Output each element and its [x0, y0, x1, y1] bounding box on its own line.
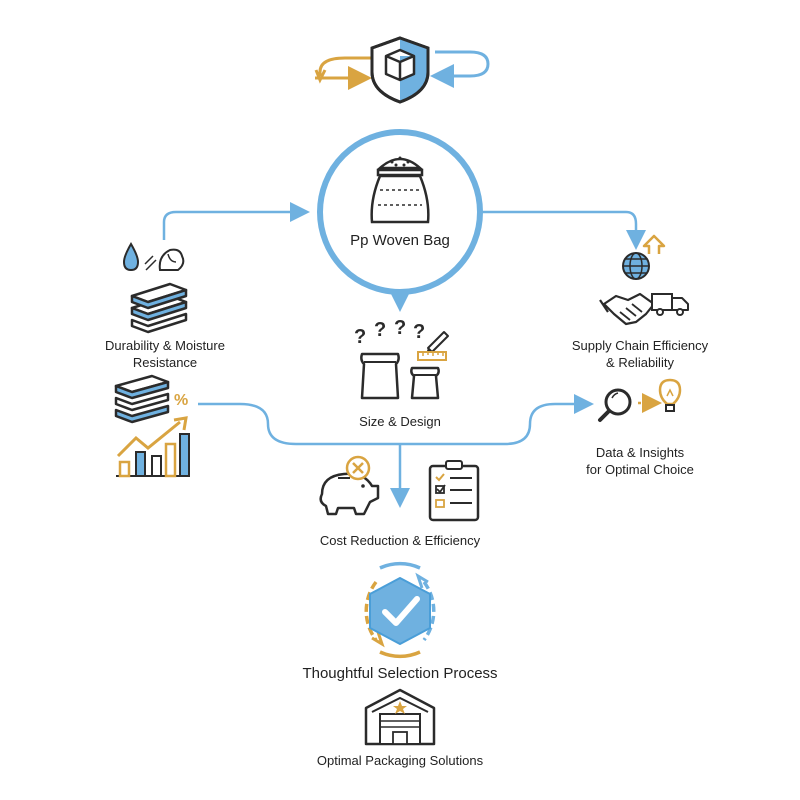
cancel-coin-icon	[345, 455, 371, 481]
durability-label-line2: Resistance	[132, 355, 198, 370]
packaging-label: Optimal Packaging Solutions	[316, 753, 484, 768]
svg-text:?: ?	[394, 317, 406, 339]
ruler-icon	[417, 351, 447, 361]
question-marks-icon: ? ? ? ?	[354, 317, 425, 348]
stacked-bags-icon	[130, 282, 188, 334]
globe-icon	[622, 252, 650, 280]
bag-icon	[370, 156, 430, 224]
piggy-bank-icon	[319, 472, 380, 516]
selection-label: Thoughtful Selection Process	[302, 665, 498, 682]
stacked-bags-discount-icon	[114, 374, 170, 424]
handshake-icon	[599, 292, 656, 326]
percent-glyph: %	[174, 392, 188, 409]
growth-chart-icon	[116, 416, 190, 478]
data-insights-label: Data & Insights for Optimal Choice	[550, 444, 730, 478]
checklist-icon	[428, 460, 480, 522]
svg-text:?: ?	[413, 321, 425, 343]
size-design-label: Size & Design	[359, 414, 441, 429]
supply-chain-label-line2: & Reliability	[606, 355, 674, 370]
connector-center-to-right	[482, 210, 646, 250]
up-arrow-icon	[642, 234, 666, 254]
durability-label: Durability & Moisture Resistance	[70, 337, 260, 371]
supply-chain-label: Supply Chain Efficiency & Reliability	[545, 337, 735, 371]
cost-label: Cost Reduction & Efficiency	[319, 533, 481, 548]
supply-chain-label-line1: Supply Chain Efficiency	[571, 338, 709, 353]
shield-cycle-icon	[314, 36, 490, 104]
durability-label-line1: Durability & Moisture	[105, 338, 225, 353]
lightbulb-icon	[658, 378, 682, 412]
center-label: Pp Woven Bag	[350, 232, 450, 249]
pencil-icon	[426, 331, 449, 354]
selection-cycle-icon	[364, 561, 436, 659]
svg-text:?: ?	[374, 319, 386, 341]
magnifier-icon	[598, 388, 632, 422]
truck-icon	[651, 293, 689, 316]
data-insights-label-line2: for Optimal Choice	[586, 462, 694, 477]
water-drop-icon	[122, 242, 140, 272]
strength-icon	[144, 248, 185, 271]
connector-left-to-center	[162, 202, 310, 240]
large-bag-icon	[360, 352, 400, 400]
warehouse-icon	[364, 688, 436, 746]
svg-text:?: ?	[354, 326, 366, 348]
small-bag-icon	[410, 366, 440, 400]
data-insights-label-line1: Data & Insights	[595, 445, 685, 460]
